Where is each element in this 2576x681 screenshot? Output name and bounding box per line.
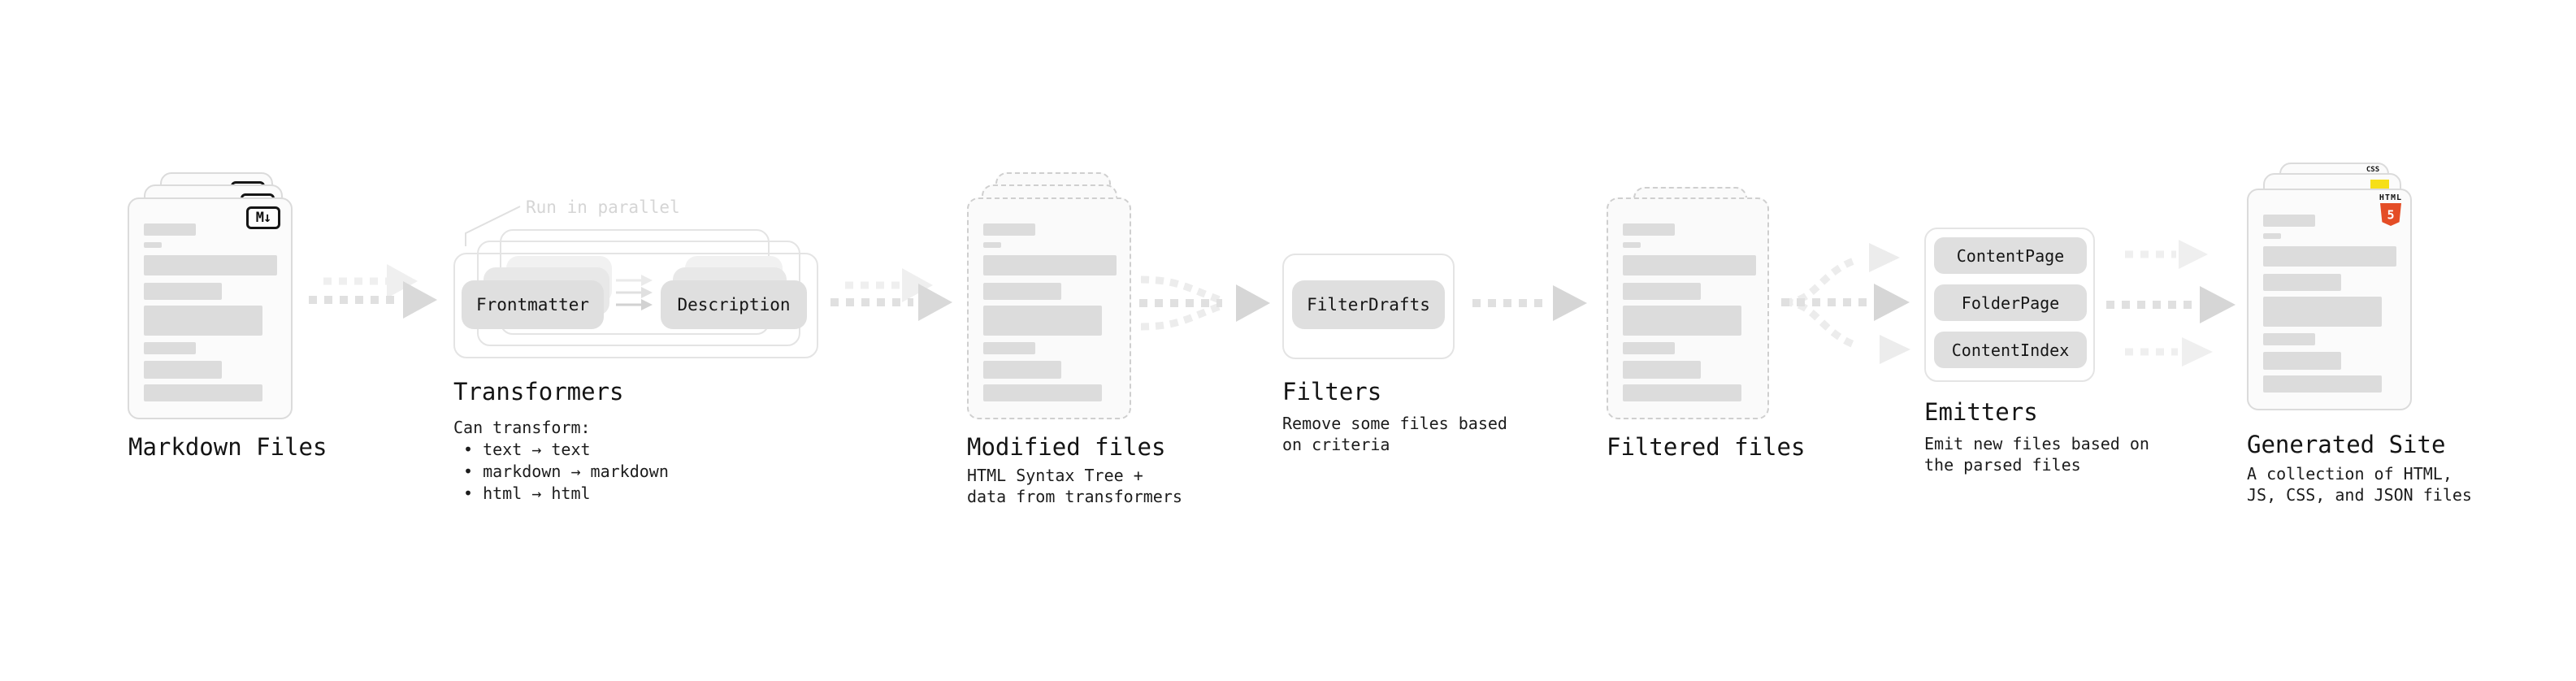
markdown-icon-label: M↓ — [255, 210, 272, 226]
markdown-file-card-front: M↓ — [128, 197, 293, 419]
modified-file-card-front — [967, 197, 1131, 419]
modified-files-title: Modified files — [967, 433, 1166, 461]
filtered-files-title: Filtered files — [1607, 433, 1806, 461]
arrow-modified-to-filters — [1139, 275, 1270, 331]
filterdrafts-pill: FilterDrafts — [1292, 280, 1445, 329]
css-icon-label: CSS — [2366, 166, 2380, 174]
html5-shield: 5 — [2379, 203, 2401, 226]
filters-title: Filters — [1282, 378, 1382, 406]
generated-file-card-front: HTML 5 — [2247, 189, 2412, 410]
document-text-placeholder — [2249, 190, 2410, 393]
html5-icon: HTML 5 — [2379, 194, 2402, 226]
generated-site-subtitle: A collection of HTML, JS, CSS, and JSON … — [2247, 464, 2472, 505]
contentindex-pill: ContentIndex — [1934, 332, 2087, 368]
arrow-markdown-to-transformers — [309, 264, 437, 319]
arrow-transformers-to-modified — [830, 268, 952, 321]
javascript-icon — [2370, 180, 2389, 191]
html5-number: 5 — [2387, 208, 2394, 223]
contentpage-pill: ContentPage — [1934, 237, 2087, 274]
transformers-title: Transformers — [453, 378, 624, 406]
emitters-title: Emitters — [1924, 398, 2038, 426]
frontmatter-pill: Frontmatter — [462, 280, 604, 329]
arrow-filters-to-filtered — [1472, 285, 1587, 321]
arrow-emitters-to-generated — [2106, 240, 2236, 367]
emitters-box — [1924, 228, 2095, 382]
filtered-file-card-front — [1607, 197, 1769, 419]
filters-box — [1282, 254, 1455, 359]
document-text-placeholder — [969, 199, 1130, 401]
transformers-lead: Can transform: — [453, 418, 591, 437]
folderpage-pill: FolderPage — [1934, 284, 2087, 321]
transformers-bullet: • html → html — [463, 484, 591, 503]
description-pill: Description — [661, 280, 807, 329]
emitters-subtitle: Emit new files based on the parsed files — [1924, 434, 2149, 475]
modified-files-subtitle: HTML Syntax Tree + data from transformer… — [967, 466, 1182, 506]
transformers-description: Can transform: • text → text • markdown … — [453, 417, 669, 505]
document-text-placeholder — [1608, 199, 1767, 401]
transformers-bullet: • markdown → markdown — [463, 462, 669, 481]
filters-subtitle: Remove some files based on criteria — [1282, 414, 1507, 454]
generated-site-title: Generated Site — [2247, 431, 2446, 458]
run-in-parallel-note: Run in parallel — [526, 197, 680, 217]
transformer-layer-front — [453, 253, 818, 358]
arrow-filtered-to-emitters — [1781, 243, 1910, 364]
html5-icon-label: HTML — [2379, 193, 2402, 202]
document-text-placeholder — [129, 199, 291, 401]
transformers-bullet: • text → text — [463, 440, 591, 459]
markdown-icon: M↓ — [246, 206, 280, 229]
markdown-files-title: Markdown Files — [128, 433, 327, 461]
